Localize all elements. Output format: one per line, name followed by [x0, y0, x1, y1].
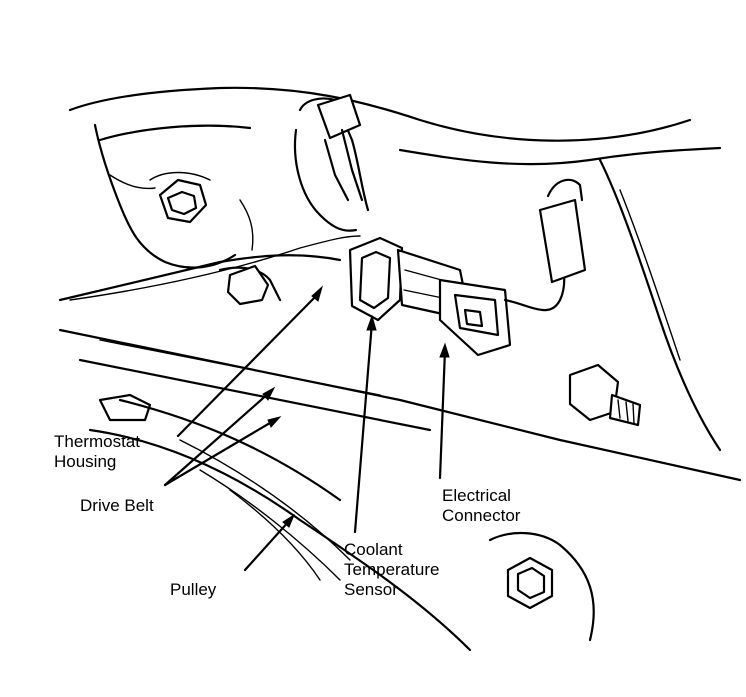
arrowhead-coolant-sensor [366, 314, 377, 331]
label-coolant-sensor-line1: Coolant [344, 540, 403, 559]
arrowhead-electrical-connector [439, 342, 450, 358]
threaded-bolt-right [568, 363, 642, 427]
label-electrical-connector: Electrical Connector [442, 486, 520, 526]
arrow-pulley [243, 518, 292, 572]
arrow-thermostat-housing [176, 290, 322, 438]
arrow-drive-belt-upper [163, 390, 272, 487]
sensor-wire-left [69, 235, 361, 301]
arrowhead-thermostat-housing [311, 285, 323, 302]
leader-arrows [163, 285, 450, 572]
arrowhead-drive-belt-lower [267, 416, 282, 428]
label-coolant-temperature-sensor: Coolant Temperature Sensor [344, 540, 439, 600]
label-thermostat-housing-line1: Thermostat [54, 432, 140, 451]
electrical-connector [438, 178, 587, 357]
label-coolant-sensor-line3: Sensor [344, 580, 398, 599]
label-thermostat-housing-line2: Housing [54, 452, 117, 471]
arrow-electrical-connector [438, 348, 447, 480]
label-electrical-connector-line2: Connector [442, 506, 521, 525]
mounting-bolt-bottom [488, 531, 595, 642]
arrowhead-drive-belt-upper [262, 386, 276, 401]
label-drive-belt: Drive Belt [80, 496, 154, 515]
hose-clamp [293, 93, 370, 232]
mounting-bolt-top [149, 171, 211, 224]
arrow-coolant-sensor [353, 320, 374, 534]
thermostat-housing [58, 254, 742, 482]
arrow-drive-belt-lower [163, 418, 277, 487]
label-coolant-sensor-line2: Temperature [344, 560, 440, 579]
arrowhead-pulley [282, 513, 296, 528]
drive-belt-and-pulley [88, 393, 472, 652]
label-thermostat-housing: Thermostat Housing [54, 432, 140, 472]
label-pulley: Pulley [170, 580, 217, 599]
label-electrical-connector-line1: Electrical [442, 486, 511, 505]
